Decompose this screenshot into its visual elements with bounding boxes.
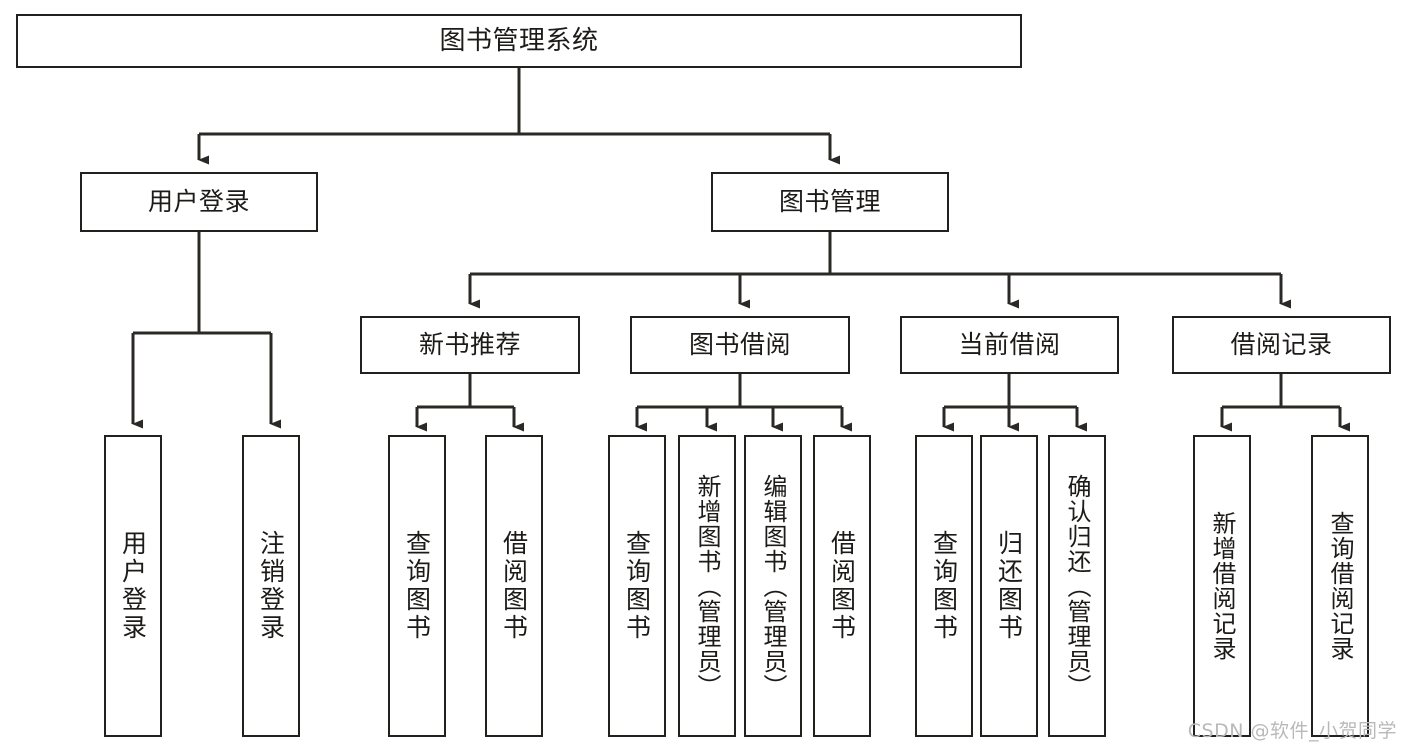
node-label: 借阅图书 [827, 530, 857, 642]
node-label: 新书推荐 [418, 330, 521, 360]
edges-book-borrow [635, 374, 852, 432]
leaf-borrow-borrow-book[interactable]: 借阅图书 [813, 435, 871, 737]
leaf-current-query-book[interactable]: 查询图书 [915, 435, 973, 737]
leaf-borrow-query-book[interactable]: 查询图书 [608, 435, 666, 737]
node-label: 新增借阅记录 [1208, 511, 1236, 661]
node-label: 查询图书 [929, 530, 959, 642]
edges-book-management [468, 232, 1291, 309]
leaf-current-confirm-return[interactable]: 确认归还（管理员） [1048, 435, 1106, 737]
node-label: 用户登录 [118, 530, 148, 642]
edges-new-book-recommend [415, 374, 524, 432]
node-label: 当前借阅 [958, 330, 1061, 360]
leaf-new-book-borrow[interactable]: 借阅图书 [485, 435, 543, 737]
leaf-user-login-signin[interactable]: 用户登录 [104, 435, 162, 737]
node-new-book-recommend[interactable]: 新书推荐 [360, 316, 580, 374]
leaf-borrow-edit-book[interactable]: 编辑图书（管理员） [744, 435, 802, 737]
csdn-watermark: CSDN @软件_小贺同学 [1187, 720, 1397, 742]
leaf-record-query[interactable]: 查询借阅记录 [1311, 435, 1369, 737]
node-label: 借阅记录 [1230, 330, 1333, 360]
edges-root [197, 68, 840, 165]
node-label: 查询借阅记录 [1326, 511, 1354, 661]
node-label: 查询图书 [402, 530, 432, 642]
node-label: 用户登录 [147, 187, 250, 217]
node-label: 图书管理系统 [439, 25, 599, 56]
edges-current-borrow [942, 374, 1087, 432]
node-label: 图书管理 [778, 187, 881, 217]
node-label: 确认归还（管理员） [1063, 473, 1091, 699]
edges-user-login [131, 232, 281, 429]
node-label: 归还图书 [994, 530, 1024, 642]
leaf-current-return-book[interactable]: 归还图书 [980, 435, 1038, 737]
leaf-new-book-query[interactable]: 查询图书 [388, 435, 446, 737]
leaf-user-login-signout[interactable]: 注销登录 [242, 435, 300, 737]
node-borrow-record[interactable]: 借阅记录 [1172, 316, 1391, 374]
node-label: 查询图书 [622, 530, 652, 642]
node-label: 新增图书（管理员） [693, 473, 721, 699]
node-user-login[interactable]: 用户登录 [80, 172, 318, 232]
node-label: 注销登录 [256, 530, 286, 642]
node-current-borrow[interactable]: 当前借阅 [900, 316, 1119, 374]
leaf-record-add[interactable]: 新增借阅记录 [1193, 435, 1251, 737]
node-label: 图书借阅 [688, 330, 791, 360]
edges-borrow-record [1220, 374, 1350, 432]
node-label: 借阅图书 [499, 530, 529, 642]
node-root-system[interactable]: 图书管理系统 [16, 14, 1022, 68]
leaf-borrow-add-book[interactable]: 新增图书（管理员） [678, 435, 736, 737]
node-label: 编辑图书（管理员） [759, 473, 787, 699]
node-book-borrow[interactable]: 图书借阅 [630, 316, 850, 374]
node-book-management[interactable]: 图书管理 [711, 172, 949, 232]
